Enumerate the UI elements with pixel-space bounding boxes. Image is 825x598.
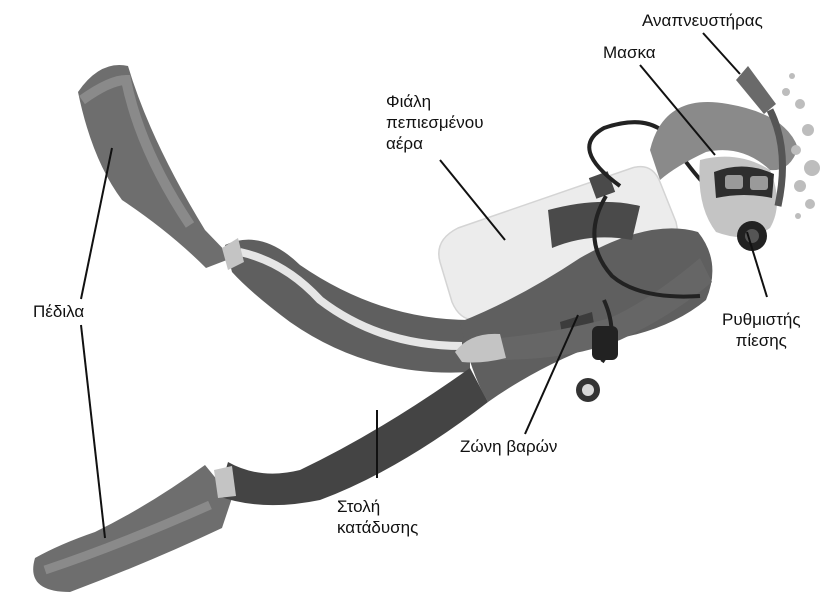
- label-wetsuit: Στολή κατάδυσης: [337, 496, 418, 538]
- label-weight-belt: Ζώνη βαρών: [460, 436, 557, 457]
- upper-leg: [222, 238, 470, 373]
- label-mask: Μασκα: [603, 42, 656, 63]
- label-regulator: Ρυθμιστής πίεσης: [722, 309, 801, 351]
- label-tank: Φιάλη πεπιεσμένου αέρα: [386, 91, 484, 154]
- lower-fin: [33, 465, 232, 592]
- leader-snorkel: [703, 33, 740, 74]
- label-fins: Πέδιλα: [33, 301, 84, 322]
- leader-fins-upper: [81, 148, 112, 299]
- lower-leg: [214, 368, 488, 505]
- label-snorkel: Αναπνευστήρας: [642, 10, 763, 31]
- leader-fins-lower: [81, 325, 105, 538]
- upper-fin: [78, 65, 232, 268]
